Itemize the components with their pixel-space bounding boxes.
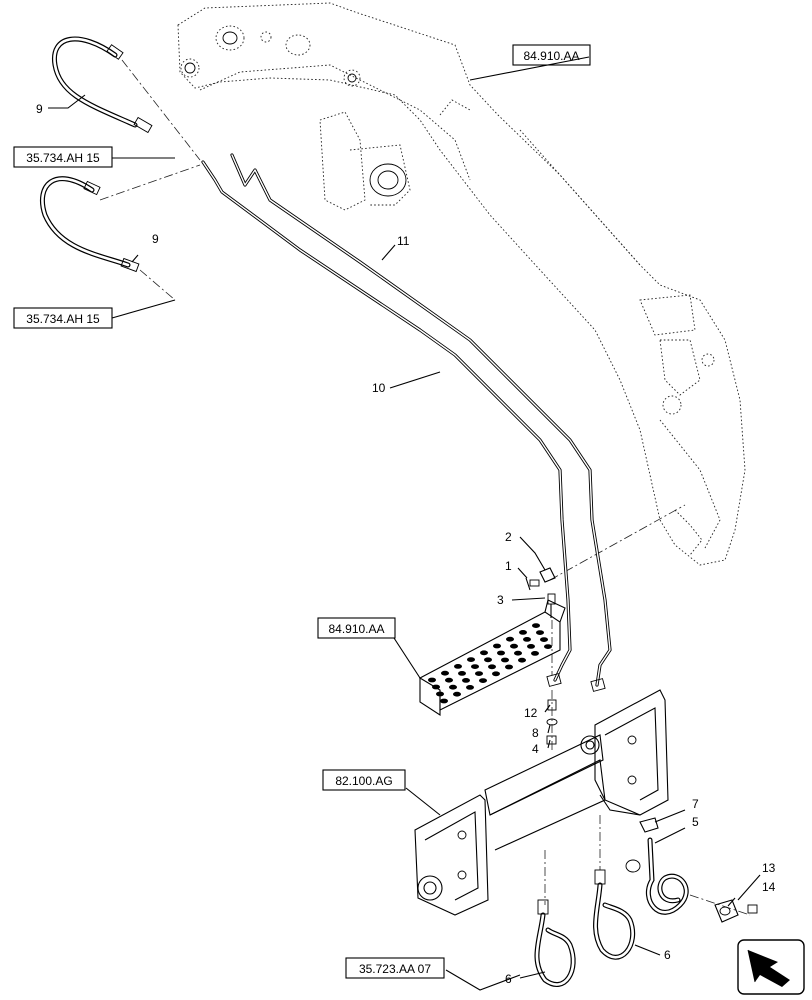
- callout-9-lower: 9: [152, 232, 159, 246]
- callout-6-right: 6: [664, 948, 671, 962]
- step-hole: [488, 664, 496, 670]
- ref-conn-bottom[interactable]: 35.723.AA 07: [345, 957, 445, 979]
- step-hole: [518, 657, 526, 663]
- step-hole: [484, 657, 492, 663]
- step-hole: [458, 671, 466, 676]
- boom-centerline: [549, 504, 686, 581]
- step-plate-holes: [428, 623, 552, 704]
- callout-12: 12: [524, 706, 538, 720]
- ref-conn-mid[interactable]: 35.734.AH 15: [13, 307, 113, 329]
- hose-5: [645, 837, 689, 915]
- step-hole: [449, 684, 457, 690]
- callout-7: 7: [692, 797, 699, 811]
- hose-centerline-a: [121, 59, 201, 161]
- callout-6-left: 6: [505, 972, 512, 986]
- step-hole: [480, 650, 488, 656]
- callout-13: 13: [762, 861, 776, 875]
- hose-9-lower: [39, 176, 140, 273]
- step-hole: [501, 657, 509, 663]
- tube-11: [230, 153, 612, 687]
- clamp-centerline: [689, 894, 751, 916]
- step-hole: [479, 678, 487, 683]
- step-hole: [544, 644, 552, 649]
- step-hole: [519, 630, 527, 635]
- bolt-14: [747, 904, 758, 914]
- step-hole: [432, 684, 440, 690]
- ref-mount-label: 82.100.AG: [335, 774, 392, 788]
- port-fitting: [625, 859, 641, 873]
- callouts: 9 9 11 10 2 1 3 12 8 4 7 5 13 14 6 6: [36, 102, 776, 986]
- step-hole: [453, 691, 461, 697]
- callout-11: 11: [397, 234, 410, 248]
- step-hole: [441, 670, 449, 676]
- step-hole: [527, 644, 535, 649]
- step-hole: [497, 650, 505, 656]
- clamp-2: [539, 567, 556, 583]
- loader-boom: [177, 2, 746, 566]
- ref-step-label: 84.910.AA: [328, 622, 384, 636]
- step-hole: [436, 691, 444, 697]
- step-hole: [492, 671, 500, 677]
- hose-centerline-b: [99, 164, 201, 201]
- callout-9-upper: 9: [36, 102, 43, 116]
- step-hole: [510, 643, 518, 649]
- callout-3: 3: [497, 593, 504, 607]
- step-hole: [428, 677, 436, 683]
- step-plate: [418, 599, 566, 717]
- hose-6-left: [534, 899, 576, 987]
- step-hole: [454, 664, 462, 669]
- step-hole: [514, 650, 522, 656]
- step-hole: [540, 637, 548, 642]
- callout-8: 8: [532, 726, 539, 740]
- step-hole: [475, 671, 483, 676]
- tube-11-fitting: [590, 678, 606, 692]
- ref-boom[interactable]: 84.910.AA: [512, 44, 591, 66]
- clamp-13: [714, 899, 739, 923]
- callout-1: 1: [505, 559, 512, 573]
- step-hole: [440, 698, 448, 704]
- callout-10: 10: [372, 381, 386, 395]
- hose-centerline-c: [139, 269, 176, 301]
- nut-4: [546, 735, 557, 745]
- cap-7: [639, 817, 659, 833]
- callout-4: 4: [532, 742, 539, 756]
- tube-10-fitting: [546, 673, 562, 687]
- ref-conn-top-label: 35.734.AH 15: [26, 151, 100, 165]
- tube-10: [201, 160, 572, 682]
- ref-conn-mid-label: 35.734.AH 15: [26, 312, 100, 326]
- step-hole: [532, 623, 540, 628]
- step-hole: [493, 643, 501, 649]
- callout-2: 2: [505, 530, 512, 544]
- step-hole: [505, 664, 513, 670]
- step-hole: [506, 636, 514, 642]
- hose-9-upper: [51, 36, 153, 134]
- ref-boom-label: 84.910.AA: [523, 49, 579, 63]
- step-hole: [531, 651, 539, 656]
- leader-lines: [48, 56, 761, 991]
- step-hole: [462, 678, 470, 683]
- step-hole: [445, 677, 453, 683]
- clamp-bolt-1: [525, 577, 540, 591]
- ref-mount[interactable]: 82.100.AG: [322, 769, 406, 791]
- ref-conn-bottom-label: 35.723.AA 07: [359, 962, 431, 976]
- ref-step[interactable]: 84.910.AA: [317, 617, 396, 639]
- mounting-frame: [414, 689, 669, 916]
- callout-5: 5: [692, 815, 699, 829]
- step-hole: [536, 630, 544, 635]
- step-hole: [471, 664, 479, 669]
- step-hole: [466, 685, 474, 690]
- hose-6-right: [593, 869, 636, 960]
- callout-14: 14: [762, 880, 776, 894]
- navigation-arrow-icon[interactable]: [737, 939, 805, 995]
- step-hole: [467, 657, 475, 662]
- step-hole: [523, 637, 531, 642]
- ref-conn-top[interactable]: 35.734.AH 15: [13, 146, 113, 168]
